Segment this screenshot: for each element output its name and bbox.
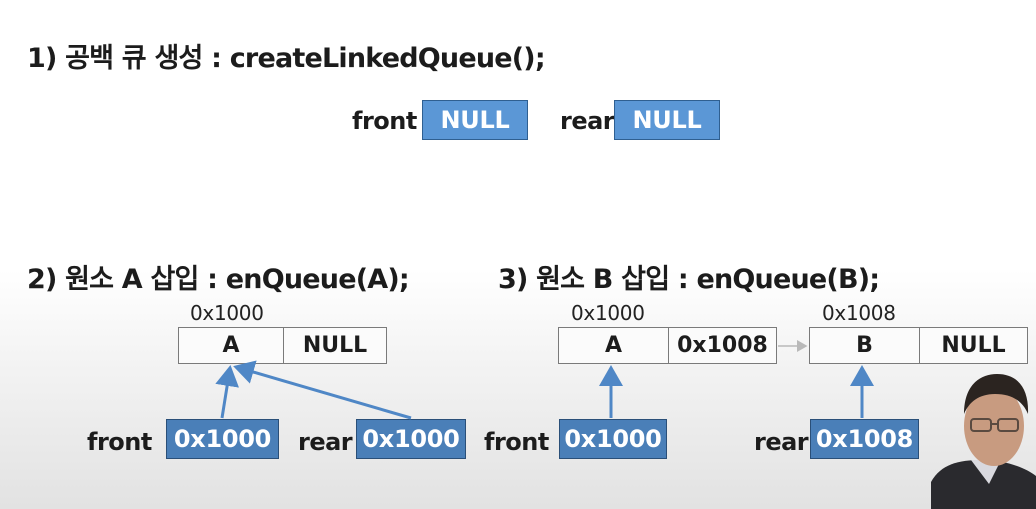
section2-rear-arrow: [233, 360, 412, 420]
section3-front-pointer: 0x1000: [559, 419, 667, 459]
section2-node: A NULL: [178, 327, 387, 364]
section1-rear-label: rear: [560, 107, 615, 135]
section2-node-address: 0x1000: [190, 301, 264, 325]
section2-node-link: NULL: [283, 328, 386, 363]
section3-node1-link: 0x1008: [668, 328, 776, 363]
section2-rear-label: rear: [298, 428, 353, 456]
section2-front-pointer: 0x1000: [166, 419, 279, 459]
section1-rear-pointer: NULL: [614, 100, 720, 140]
section3-rear-pointer: 0x1008: [810, 419, 919, 459]
section2-front-arrow: [215, 365, 240, 419]
section3-node2-address: 0x1008: [822, 301, 896, 325]
section2-rear-pointer: 0x1000: [356, 419, 466, 459]
section1-front-label: front: [352, 107, 417, 135]
section3-node2: B NULL: [809, 327, 1028, 364]
section3-node2-data: B: [856, 333, 873, 358]
section1-front-pointer: NULL: [422, 100, 528, 140]
section3-node1: A 0x1008: [558, 327, 777, 364]
section3-node1-address: 0x1000: [571, 301, 645, 325]
section3-rear-label: rear: [754, 428, 809, 456]
section1-title: 1) 공백 큐 생성 : createLinkedQueue();: [27, 43, 546, 74]
section2-title: 2) 원소 A 삽입 : enQueue(A);: [27, 264, 410, 295]
section2-node-data: A: [222, 333, 240, 358]
section3-node1-data: A: [604, 333, 623, 358]
section2-front-label: front: [87, 428, 152, 456]
presenter-image: [931, 374, 1036, 509]
section3-front-label: front: [484, 428, 549, 456]
section3-node2-link: NULL: [919, 328, 1027, 363]
section3-title: 3) 원소 B 삽입 : enQueue(B);: [498, 264, 880, 295]
